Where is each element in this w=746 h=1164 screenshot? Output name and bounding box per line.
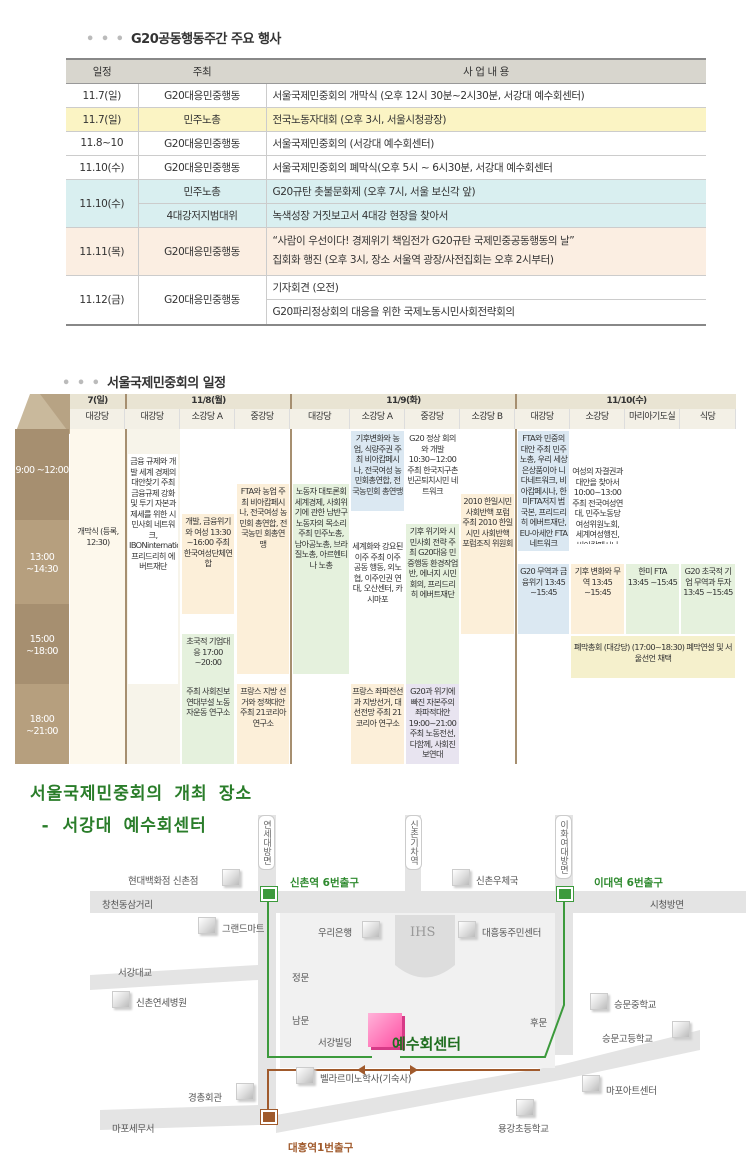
event-france: 프랑스 지방 선거와 정책대안 주최 21코리아 연구소 [237,684,289,764]
event-climate-agri: 기후변화와 농업, 식량주권 주최 비아캄페시나, 전국여성 농민회총연합, 전… [351,431,404,511]
room-header: 소강당 B [460,409,515,429]
time-slot: 18:00 ~21:00 [15,684,69,764]
event-fta-alt: FTA와 민중의 대안 주최 민주노총, 우리 세상은상품이아 니다네트워크, … [518,431,569,551]
table-row: 4대강저지범대위 녹색성장 거짓보고서 4대강 현장을 찾아서 [66,203,706,228]
room-header: 대강당 [515,409,570,429]
room-header: 대강당 [290,409,350,429]
venue-label: 예수회센터 [392,1035,462,1053]
room-header: 중강당 [405,409,460,429]
time-slot: 13:00 ~14:30 [15,520,69,604]
event-capitalism: G20과 위기에 빠진 자본주의 좌파적대안 19:00~21:00 주최 노동… [406,684,459,764]
col-host: 주최 [138,58,266,84]
subway-icon [261,1110,277,1124]
time-slot: 9:00 ~12:00 [15,429,69,520]
venue-map: 서울국제민중회의 개최 장소 - 서강대 예수회센터 연세대방면 신촌기차역 이… [0,775,746,1164]
room-header: 중강당 [235,409,290,429]
event-g20-trade: G20 무역과 금융위기 13:45 ~15:45 [518,564,569,634]
event-climate: 기후 위기와 시민사회 전략 주최 G20대응 민중행동 환경작업반, 에너지 … [406,524,459,684]
event-tnc: 초국적 기업대응 17:00 ~20:00 [182,634,234,684]
room-header: 마리아기도실 [625,409,680,429]
room-header: 대강당 [125,409,180,429]
room-header: 대강당 [70,409,125,429]
event-climate-trade: 기후 변화와 무역 13:45 ~15:45 [571,564,624,634]
road-label: 신촌기차역 [405,815,422,870]
map-subheading: - 서강대 예수회센터 [40,816,207,836]
subway-icon [557,887,573,901]
table-row: 11.7(일) G20대응민중행동 서울국제민중회의 개막식 (오후 12시 3… [66,83,706,108]
event-g20-dev: G20 정상 회의와 개발 10:30~12:00 주최 한국지구촌 빈곤퇴치시… [406,431,459,511]
event-women: 개발, 금융위기와 여성 13:30 ~16:00 주최 한국여성단체연합 [182,514,234,614]
room-header: 식당 [680,409,736,429]
schedule-grid: 7(일) 11/8(월) 11/9(화) 11/10(수) 대강당 대강당 소강… [0,394,736,772]
table-row: 11.11(목) G20대응민중행동 “사람이 우선이다! 경제위기 책임전가 … [66,227,706,276]
road-label: 이화여대방면 [555,815,572,879]
table-row: 11.10(수) 민주노총 G20규탄 촛불문화제 (오후 7시, 서울 보신각… [66,179,706,228]
event-opening: 개막식 (등록, 12:30) [77,526,119,547]
table1-title: • • •G20공동행동주간 주요 행사 [86,32,281,47]
table-row: 11.12(금) G20대응민중행동 기자회견 (오전)G20파리정상회의 대응… [66,275,706,326]
event-closing: 폐막총회 (대강당) (17:00~18:30) 폐막연설 및 서울선언 채택 [571,636,735,678]
col-date: 일정 [66,58,138,84]
event-labor: 노동자 대토론회 세계경제, 사회위기에 관한 남반구 노동자의 목소리 주최 … [293,484,349,674]
schedule-title: • • •서울국제민중회의 일정 [62,376,226,391]
event-migration: 세계화와 강요된 이주 주최 이주공동 행동, 외노협, 이주인권 연대, 오산… [351,539,404,679]
event-fta-agri: FTA와 농업 주최 비아캄페시나, 전국여성 농민회 총연합, 전국농민 회총… [237,484,289,674]
event-finance: 금융 규제와 개발 세계 경제의 대안찾기 주최 금융규제 강화 및 투기 자본… [128,454,178,684]
venue-marker [368,1013,402,1047]
table-row: 11.8~10 G20대응민중행동 서울국제민중회의 (서강대 예수회센터) [66,131,706,156]
event-g20-tnc: G20 초국적 기업 무역과 투자 13:45 ~15:45 [681,564,735,634]
map-heading: 서울국제민중회의 개최 장소 [30,784,253,804]
road-label: 연세대방면 [258,815,275,870]
event-korus-fta: 한미 FTA 13:45 ~15:45 [626,564,679,634]
table-row: 11.7(일) 민주노총 전국노동자대회 (오후 3시, 서울시청광장) [66,107,706,132]
corner-graphic [15,394,70,434]
events-table: 일정 주최 사 업 내 용 11.7(일) G20대응민중행동 서울국제민중회의… [66,58,706,326]
exit-daeheung: 대흥역1번출구 [288,1142,354,1154]
time-slot: 15:00 ~18:00 [15,604,69,684]
room-header: 소강당 [570,409,625,429]
exit-ewha: 이대역 6번출구 [594,877,663,889]
day-header: 11/10(수) [515,394,736,409]
event-tnc-host: 주최 사회진보 연대부설 노동자운동 연구소 [182,684,234,764]
day-header: 11/8(월) [125,394,290,409]
subway-icon [261,887,277,901]
col-content: 사 업 내 용 [266,58,706,84]
event-women-self: 여성의 자결권과 대안을 찾아서 10:00~13:00 주최 전국여성연대, … [571,464,624,544]
event-antinuke: 2010 한일시민 사회반핵 포럼 주최 2010 한일시민 사회반핵 포럼조직… [461,494,514,634]
room-header: 소강당 A [350,409,405,429]
day-header: 7(일) [70,394,125,409]
day-header: 11/9(화) [290,394,515,409]
ihs-emblem: IHS [410,925,436,940]
room-header: 소강당 A [180,409,235,429]
table-row: 11.10(수) G20대응민중행동 서울국제민중회의 폐막식(오후 5시 ~ … [66,155,706,180]
exit-sinchon: 신촌역 6번출구 [290,877,359,889]
event-france-left: 프랑스 좌파전선과 지방선거, 대선전망 주최 21코리아 연구소 [351,684,404,764]
